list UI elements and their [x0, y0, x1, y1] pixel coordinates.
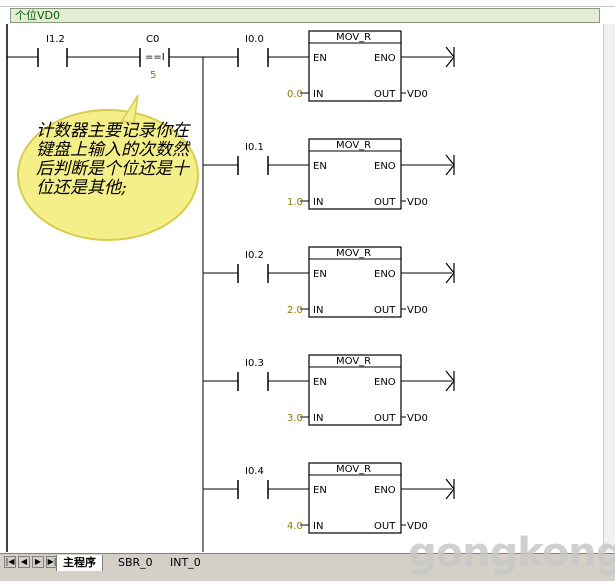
mov-r-block[interactable]: MOV_R EN ENO IN OUT [308, 246, 402, 318]
mov-r-block[interactable]: MOV_R EN ENO IN OUT [308, 354, 402, 426]
in-label: IN [313, 197, 323, 208]
contact-label: I0.0 [245, 34, 264, 45]
watermark-logo: gongkong [408, 530, 615, 576]
out-value: VD0 [407, 305, 428, 316]
counter-compare[interactable]: C0 ==I 5 [139, 34, 170, 81]
in-value: 3.0 [287, 413, 303, 424]
block-title: MOV_R [336, 356, 371, 367]
block-title: MOV_R [336, 248, 371, 259]
contact-i1-2[interactable]: I1.2 [37, 34, 68, 67]
prev-page-button[interactable]: ◀ [18, 556, 30, 568]
en-label: EN [313, 269, 327, 280]
rung-1: I0.1 MOV_R EN ENO IN OUT 1.0 VD0 [203, 138, 455, 210]
rung-3: I0.3 MOV_R EN ENO IN OUT 3.0 VD0 [203, 354, 455, 426]
contact[interactable]: I0.4 [237, 466, 269, 499]
out-value: VD0 [407, 197, 428, 208]
tab-bar: |◀ ◀ ▶ ▶| 主程序 SBR_0 INT_0 [0, 553, 615, 572]
tab-sbr0[interactable]: SBR_0 [118, 556, 153, 569]
out-label: OUT [374, 197, 396, 208]
contact-label: I1.2 [46, 34, 65, 45]
out-label: OUT [374, 89, 396, 100]
tab-int0[interactable]: INT_0 [170, 556, 201, 569]
bubble-text: 计数器主要记录你在键盘上输入的次数然后判断是个位还是十位还是其他; [36, 121, 189, 198]
contact[interactable]: I0.3 [237, 358, 269, 391]
rung-2: I0.2 MOV_R EN ENO IN OUT 2.0 VD0 [203, 246, 455, 318]
counter-value: 5 [150, 70, 156, 81]
en-label: EN [313, 377, 327, 388]
contact[interactable]: I0.2 [237, 250, 269, 283]
in-label: IN [313, 89, 323, 100]
next-page-button[interactable]: ▶ [32, 556, 44, 568]
rung-4: I0.4 MOV_R EN ENO IN OUT 4.0 VD0 [203, 462, 455, 534]
out-label: OUT [374, 413, 396, 424]
out-value: VD0 [407, 413, 428, 424]
out-value: VD0 [407, 521, 428, 532]
network-comment[interactable]: 个位VD0 [10, 8, 600, 23]
block-title: MOV_R [336, 140, 371, 151]
contact[interactable]: I0.1 [237, 142, 269, 175]
block-title: MOV_R [336, 464, 371, 475]
status-strip [0, 572, 615, 581]
in-value: 0.0 [287, 89, 303, 100]
in-value: 1.0 [287, 197, 303, 208]
en-label: EN [313, 53, 327, 64]
en-label: EN [313, 485, 327, 496]
en-label: EN [313, 161, 327, 172]
in-value: 4.0 [287, 521, 303, 532]
out-label: OUT [374, 521, 396, 532]
block-title: MOV_R [336, 32, 371, 43]
eno-label: ENO [374, 377, 396, 388]
compare-op: ==I [145, 52, 165, 63]
in-label: IN [313, 413, 323, 424]
eno-label: ENO [374, 161, 396, 172]
rung-0: I0.0 MOV_R EN ENO IN OUT 0.0 VD0 [203, 30, 455, 102]
top-edge [0, 0, 615, 7]
in-label: IN [313, 305, 323, 316]
out-label: OUT [374, 305, 396, 316]
contact-label: I0.3 [245, 358, 264, 369]
in-label: IN [313, 521, 323, 532]
contact-label: I0.4 [245, 466, 264, 477]
in-value: 2.0 [287, 305, 303, 316]
contact[interactable]: I0.0 [237, 34, 269, 67]
first-page-button[interactable]: |◀ [4, 556, 16, 568]
mov-r-block[interactable]: MOV_R EN ENO IN OUT [308, 30, 402, 102]
out-value: VD0 [407, 89, 428, 100]
mov-r-block[interactable]: MOV_R EN ENO IN OUT [308, 462, 402, 534]
contact-label: I0.1 [245, 142, 264, 153]
comment-bubble [17, 95, 199, 241]
vertical-scrollbar[interactable] [603, 24, 615, 552]
tab-main[interactable]: 主程序 [56, 555, 103, 571]
mov-r-block[interactable]: MOV_R EN ENO IN OUT [308, 138, 402, 210]
counter-name: C0 [146, 34, 159, 45]
eno-label: ENO [374, 53, 396, 64]
contact-label: I0.2 [245, 250, 264, 261]
eno-label: ENO [374, 485, 396, 496]
eno-label: ENO [374, 269, 396, 280]
